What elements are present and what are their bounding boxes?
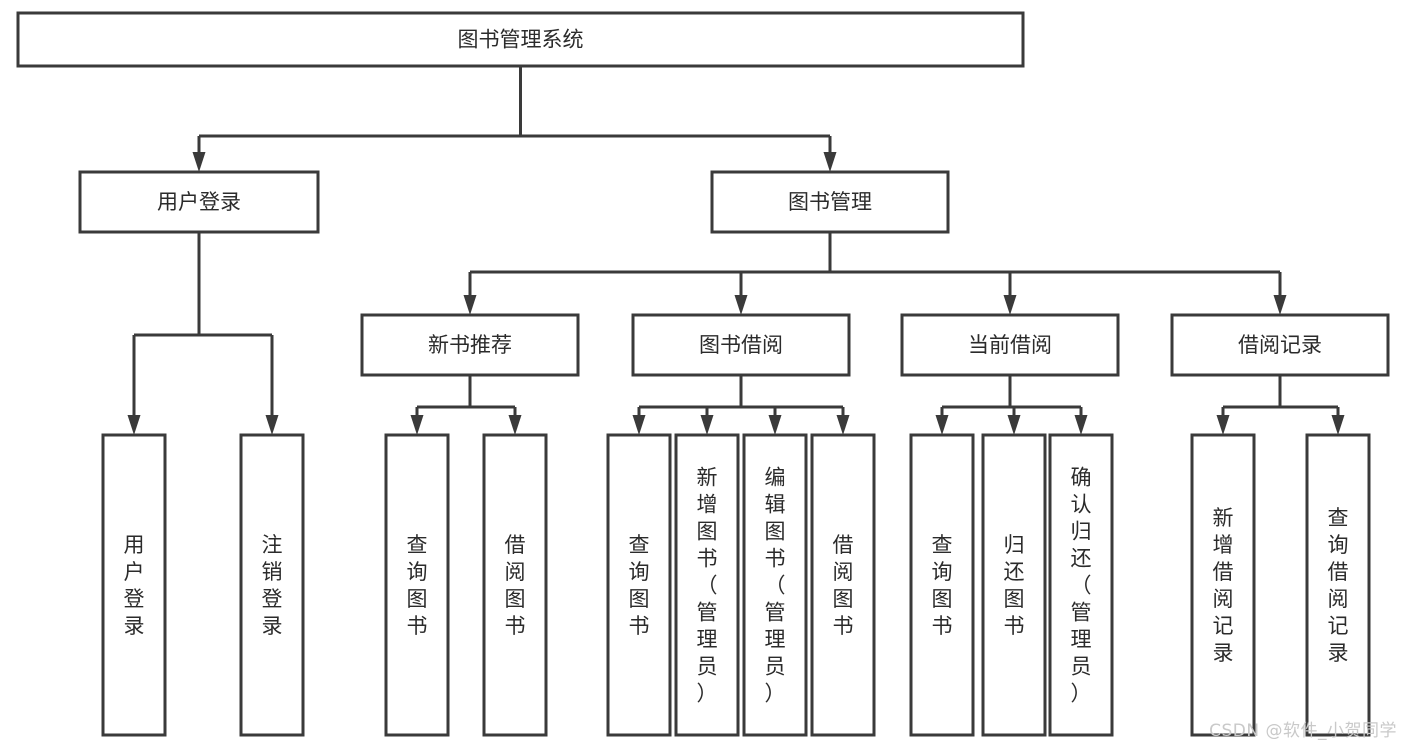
node-label-user-login: 用户登录 — [157, 190, 241, 214]
node-leaf-query-record[interactable]: 查询借阅记录 — [1305, 433, 1371, 737]
node-box-user-login[interactable] — [78, 170, 320, 234]
node-box-book-management[interactable] — [710, 170, 950, 234]
node-label-current-borrow: 当前借阅 — [968, 333, 1052, 357]
node-box-new-book-recommend[interactable] — [360, 313, 580, 377]
arrow-head-leaf-query-record — [1331, 415, 1345, 435]
node-leaf-user-login[interactable]: 用户登录 — [101, 433, 167, 737]
node-layer: 图书管理系统用户登录图书管理新书推荐图书借阅当前借阅借阅记录用户登录注销登录查询… — [16, 11, 1390, 737]
node-box-root[interactable] — [16, 11, 1025, 68]
node-leaf-query-book-3[interactable]: 查询图书 — [909, 433, 975, 737]
arrow-head-book-borrow — [734, 295, 748, 315]
node-label-leaf-borrow-book-1: 借阅图书 — [505, 533, 526, 638]
arrow-head-leaf-query-book-1 — [410, 415, 424, 435]
arrow-head-leaf-user-logout — [265, 415, 279, 435]
arrow-head-leaf-borrow-book-1 — [508, 415, 522, 435]
node-label-leaf-user-logout: 注销登录 — [262, 533, 283, 638]
node-leaf-query-book-1[interactable]: 查询图书 — [384, 433, 450, 737]
node-leaf-add-book[interactable]: 新增图书（管理员） — [674, 433, 740, 737]
edge-group-current-borrow — [935, 375, 1088, 435]
connector-layer — [127, 66, 1345, 435]
node-box-leaf-add-record[interactable] — [1190, 433, 1256, 737]
node-label-leaf-borrow-book-2: 借阅图书 — [833, 533, 854, 638]
node-leaf-user-logout[interactable]: 注销登录 — [239, 433, 305, 737]
node-book-borrow[interactable]: 图书借阅 — [631, 313, 851, 377]
node-box-leaf-borrow-book-1[interactable] — [482, 433, 548, 737]
arrow-head-user-login — [192, 152, 206, 172]
arrow-head-leaf-query-book-3 — [935, 415, 949, 435]
arrow-head-leaf-confirm-return — [1074, 415, 1088, 435]
node-label-book-borrow: 图书借阅 — [699, 333, 783, 357]
node-book-management[interactable]: 图书管理 — [710, 170, 950, 234]
node-box-leaf-borrow-book-2[interactable] — [810, 433, 876, 737]
node-label-book-management: 图书管理 — [788, 190, 872, 214]
arrow-head-leaf-add-record — [1216, 415, 1230, 435]
node-current-borrow[interactable]: 当前借阅 — [900, 313, 1120, 377]
node-box-current-borrow[interactable] — [900, 313, 1120, 377]
arrow-head-current-borrow — [1003, 295, 1017, 315]
node-box-leaf-query-book-1[interactable] — [384, 433, 450, 737]
node-borrow-record[interactable]: 借阅记录 — [1170, 313, 1390, 377]
node-label-leaf-query-book-2: 查询图书 — [629, 533, 650, 638]
arrow-head-leaf-add-book — [700, 415, 714, 435]
arrow-head-leaf-borrow-book-2 — [836, 415, 850, 435]
node-box-leaf-edit-book[interactable] — [742, 433, 808, 737]
node-label-leaf-user-login: 用户登录 — [124, 533, 145, 638]
node-box-borrow-record[interactable] — [1170, 313, 1390, 377]
node-box-leaf-add-book[interactable] — [674, 433, 740, 737]
node-leaf-return-book[interactable]: 归还图书 — [981, 433, 1047, 737]
edge-group-user-login — [127, 232, 279, 435]
arrow-head-new-book-recommend — [463, 295, 477, 315]
node-new-book-recommend[interactable]: 新书推荐 — [360, 313, 580, 377]
node-label-leaf-edit-book: 编辑图书（管理员） — [765, 466, 786, 706]
edge-group-book-management — [463, 232, 1287, 315]
edge-group-borrow-record — [1216, 375, 1345, 435]
node-leaf-edit-book[interactable]: 编辑图书（管理员） — [742, 433, 808, 737]
node-label-leaf-query-record: 查询借阅记录 — [1328, 506, 1349, 665]
arrow-head-leaf-return-book — [1007, 415, 1021, 435]
node-label-root: 图书管理系统 — [458, 28, 584, 52]
arrow-head-borrow-record — [1273, 295, 1287, 315]
arrow-head-leaf-edit-book — [768, 415, 782, 435]
node-leaf-add-record[interactable]: 新增借阅记录 — [1190, 433, 1256, 737]
node-leaf-query-book-2[interactable]: 查询图书 — [606, 433, 672, 737]
node-box-leaf-confirm-return[interactable] — [1048, 433, 1114, 737]
node-label-leaf-add-record: 新增借阅记录 — [1213, 506, 1234, 665]
node-label-new-book-recommend: 新书推荐 — [428, 333, 512, 357]
node-root[interactable]: 图书管理系统 — [16, 11, 1025, 68]
node-leaf-borrow-book-1[interactable]: 借阅图书 — [482, 433, 548, 737]
node-user-login[interactable]: 用户登录 — [78, 170, 320, 234]
arrow-head-leaf-query-book-2 — [632, 415, 646, 435]
node-leaf-borrow-book-2[interactable]: 借阅图书 — [810, 433, 876, 737]
arrow-head-leaf-user-login — [127, 415, 141, 435]
edge-group-new-book-recommend — [410, 375, 522, 435]
node-box-leaf-return-book[interactable] — [981, 433, 1047, 737]
arrow-head-book-management — [823, 152, 837, 172]
node-box-leaf-query-book-2[interactable] — [606, 433, 672, 737]
node-box-leaf-query-book-3[interactable] — [909, 433, 975, 737]
node-label-leaf-return-book: 归还图书 — [1004, 533, 1025, 638]
node-label-leaf-query-book-1: 查询图书 — [407, 533, 428, 638]
node-box-leaf-user-logout[interactable] — [239, 433, 305, 737]
node-box-leaf-user-login[interactable] — [101, 433, 167, 737]
node-box-leaf-query-record[interactable] — [1305, 433, 1371, 737]
node-leaf-confirm-return[interactable]: 确认归还（管理员） — [1048, 433, 1114, 737]
node-label-borrow-record: 借阅记录 — [1238, 333, 1322, 357]
edge-group-root — [192, 66, 837, 172]
node-label-leaf-add-book: 新增图书（管理员） — [697, 466, 718, 706]
node-label-leaf-query-book-3: 查询图书 — [932, 533, 953, 638]
edge-group-book-borrow — [632, 375, 850, 435]
node-label-leaf-confirm-return: 确认归还（管理员） — [1071, 466, 1092, 706]
node-box-book-borrow[interactable] — [631, 313, 851, 377]
